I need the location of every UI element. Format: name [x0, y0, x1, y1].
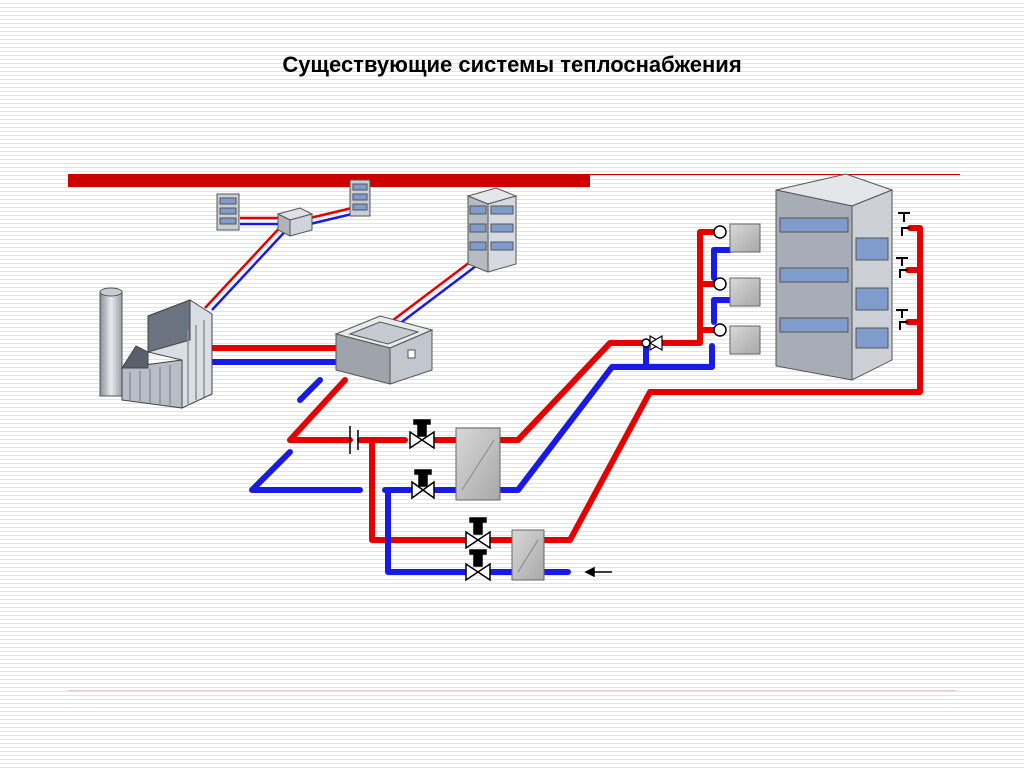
circulation-pumps: [641, 225, 727, 348]
small-building-left: [216, 193, 240, 231]
control-valves: [409, 419, 491, 582]
slide-title: Существующие системы теплоснабжения: [282, 52, 742, 77]
top-accent-bar: [68, 174, 590, 187]
radiators: [729, 223, 761, 355]
tall-building: [775, 173, 894, 381]
flow-direction-arrow: [584, 566, 612, 578]
top-accent-line: [590, 174, 960, 175]
distribution-box: [276, 207, 314, 237]
check-valve: [648, 334, 664, 352]
small-building-right: [349, 179, 371, 217]
sensor-symbol: [349, 426, 359, 454]
heat-exchanger-main: [455, 427, 501, 501]
bottom-divider: [68, 690, 956, 691]
mid-building: [466, 187, 518, 273]
chimney: [99, 287, 123, 397]
boiler-house: [121, 299, 213, 409]
central-heating-substation: [334, 315, 434, 385]
water-taps: [896, 212, 910, 330]
boiler-to-substation-pipes: [212, 345, 340, 365]
heat-exchanger-dhw: [511, 529, 545, 581]
small-branch-lines: [204, 206, 477, 341]
